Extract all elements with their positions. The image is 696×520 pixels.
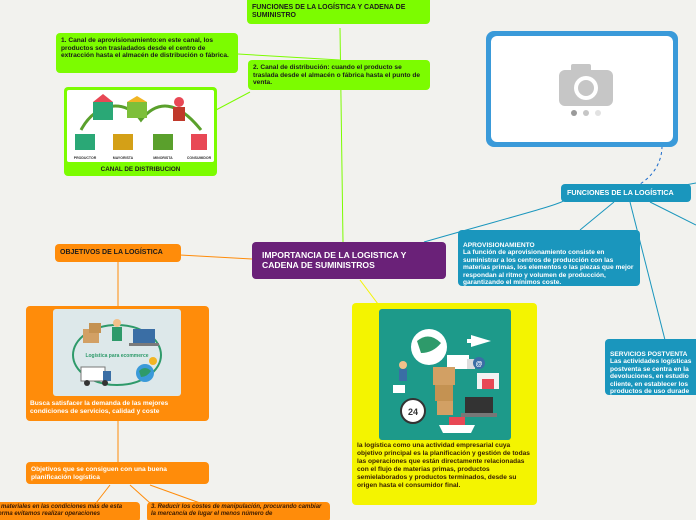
objetivos-se-consiguen-node[interactable]: Objetivos que se consiguen con una buena…: [26, 462, 209, 484]
central-topic-text: IMPORTANCIA DE LA LOGISTICA Y CADENA DE …: [262, 250, 407, 270]
person-icon: [399, 361, 407, 381]
connector-central-to-logistica-actividad: [359, 279, 379, 305]
carousel-dot-1: [571, 110, 577, 116]
box-stack-icon: [83, 323, 101, 343]
canal-distribucion-illustration: PRODUCTOR MAYORISTA MINORISTA CONSUMIDOR: [67, 90, 214, 162]
svg-text:@: @: [476, 361, 483, 368]
busca-satisfacer-text: Busca satisfacer la demanda de las mejor…: [30, 400, 169, 415]
connector-to-postventa: [629, 201, 666, 341]
clock-badge-number: 24: [408, 407, 418, 417]
logistica-ecommerce-illustration: Logística para ecommerce: [53, 309, 181, 396]
objetivos-title-text: OBJETIVOS DE LA LOGÍSTICA: [60, 249, 163, 256]
ecommerce-logistics-graphic: Logística para ecommerce: [72, 319, 162, 386]
laptop-icon: [129, 329, 159, 346]
producer-box-icon: [75, 134, 95, 150]
connector-central-to-objetivos: [179, 254, 253, 260]
store-person-icon: [173, 97, 185, 121]
stage-label-minorista: MINORISTA: [153, 156, 173, 160]
logistica-actividad-node[interactable]: @ 24 la logística como una actividad emp…: [352, 303, 537, 505]
factory-icon: [93, 94, 113, 120]
objetivo-1-text: s materiales en las condiciones más de e…: [0, 504, 123, 517]
warehouse-icon: [127, 96, 147, 118]
stage-label-consumidor: CONSUMIDOR: [187, 156, 212, 160]
connector-to-canal-aprovisionamiento: [237, 53, 341, 61]
globe-icon: [136, 364, 154, 382]
objetivo-3-text: 3. Reducir los costes de manipulación, p…: [151, 504, 322, 517]
funciones-logistica-text: FUNCIONES DE LA LOGÍSTICA: [567, 188, 674, 197]
connector-to-objetivo-1: [95, 484, 111, 504]
wholesaler-box-icon: [113, 134, 133, 150]
connector-offscreen-right: [649, 201, 696, 226]
consumer-box-icon: [191, 134, 207, 150]
servicios-postventa-text: SERVICIOS POSTVENTA Las actividades logí…: [610, 350, 692, 395]
funciones-cadena-title-node[interactable]: FUNCIONES DE LA LOGÍSTICA Y CADENA DE SU…: [247, 0, 430, 24]
logistica-ecommerce-label: Logística para ecommerce: [85, 353, 148, 359]
central-topic-node[interactable]: IMPORTANCIA DE LA LOGISTICA Y CADENA DE …: [252, 242, 446, 279]
camera-icon: [559, 64, 613, 116]
objetivo-1-node[interactable]: s materiales en las condiciones más de e…: [0, 502, 140, 520]
canal-aprovisionamiento-node[interactable]: 1. Canal de aprovisionamiento:en este ca…: [56, 33, 238, 73]
connector-dashed-image: [639, 145, 663, 185]
airplane-icon: [467, 335, 491, 347]
carousel-dot-2: [583, 110, 589, 116]
image-placeholder-frame: [491, 36, 673, 142]
location-pin-icon: [149, 357, 157, 365]
carousel-dot-3: [595, 110, 601, 116]
canal-distribucion-text: 2. Canal de distribución: cuando el prod…: [253, 64, 421, 87]
funciones-cadena-title-text: FUNCIONES DE LA LOGÍSTICA Y CADENA DE SU…: [252, 4, 406, 20]
canal-distribucion-caption: CANAL DE DISTRIBUCION: [100, 166, 181, 173]
connector-central-to-funciones-logistica: [423, 199, 566, 243]
truck-icon: [80, 366, 111, 386]
ship-icon: [439, 417, 475, 433]
aprovisionamiento-text: APROVISIONAMIENTO La función de aprovisi…: [463, 241, 634, 287]
connector-to-objetivo-3: [149, 484, 201, 504]
supply-chain-illustration: @ 24: [379, 309, 511, 440]
laptop-icon: [461, 397, 497, 417]
warehouse-icon: [477, 373, 499, 389]
supply-chain-graphic: @ 24: [393, 329, 499, 433]
stage-label-productor: PRODUCTOR: [74, 156, 97, 160]
connector-to-aprovisionamiento: [579, 201, 615, 231]
objetivos-title-node[interactable]: OBJETIVOS DE LA LOGÍSTICA: [55, 244, 181, 262]
package-boxes-icon: [433, 367, 455, 415]
delivery-truck-icon: @: [447, 355, 485, 369]
logistica-actividad-text: la logística como una actividad empresar…: [357, 442, 530, 489]
canal-distribucion-node[interactable]: 2. Canal de distribución: cuando el prod…: [248, 60, 430, 90]
canal-aprovisionamiento-text: 1. Canal de aprovisionamiento:en este ca…: [61, 37, 229, 60]
objetivos-se-consiguen-text: Objetivos que se consiguen con una buena…: [31, 466, 167, 481]
stage-label-mayorista: MAYORISTA: [113, 156, 134, 160]
hand-document-icon: [393, 385, 405, 393]
objetivos-image-card-node[interactable]: Logística para ecommerce Busca satisface…: [26, 306, 209, 421]
funciones-logistica-node[interactable]: FUNCIONES DE LA LOGÍSTICA: [561, 184, 691, 202]
servicios-postventa-node[interactable]: SERVICIOS POSTVENTA Las actividades logí…: [605, 339, 696, 395]
image-placeholder-node[interactable]: [486, 31, 678, 147]
retailer-box-icon: [153, 134, 173, 150]
objetivo-3-node[interactable]: 3. Reducir los costes de manipulación, p…: [147, 502, 330, 520]
worker-icon: [112, 319, 122, 341]
distribution-chain-graphic: PRODUCTOR MAYORISTA MINORISTA CONSUMIDOR: [74, 94, 212, 160]
aprovisionamiento-node[interactable]: APROVISIONAMIENTO La función de aprovisi…: [458, 230, 640, 286]
connector-to-canal-image: [215, 91, 251, 111]
clock-icon: 24: [400, 398, 426, 424]
canal-distribucion-image-node[interactable]: PRODUCTOR MAYORISTA MINORISTA CONSUMIDOR…: [64, 87, 217, 176]
connector-to-objetivo-2: [129, 484, 151, 504]
